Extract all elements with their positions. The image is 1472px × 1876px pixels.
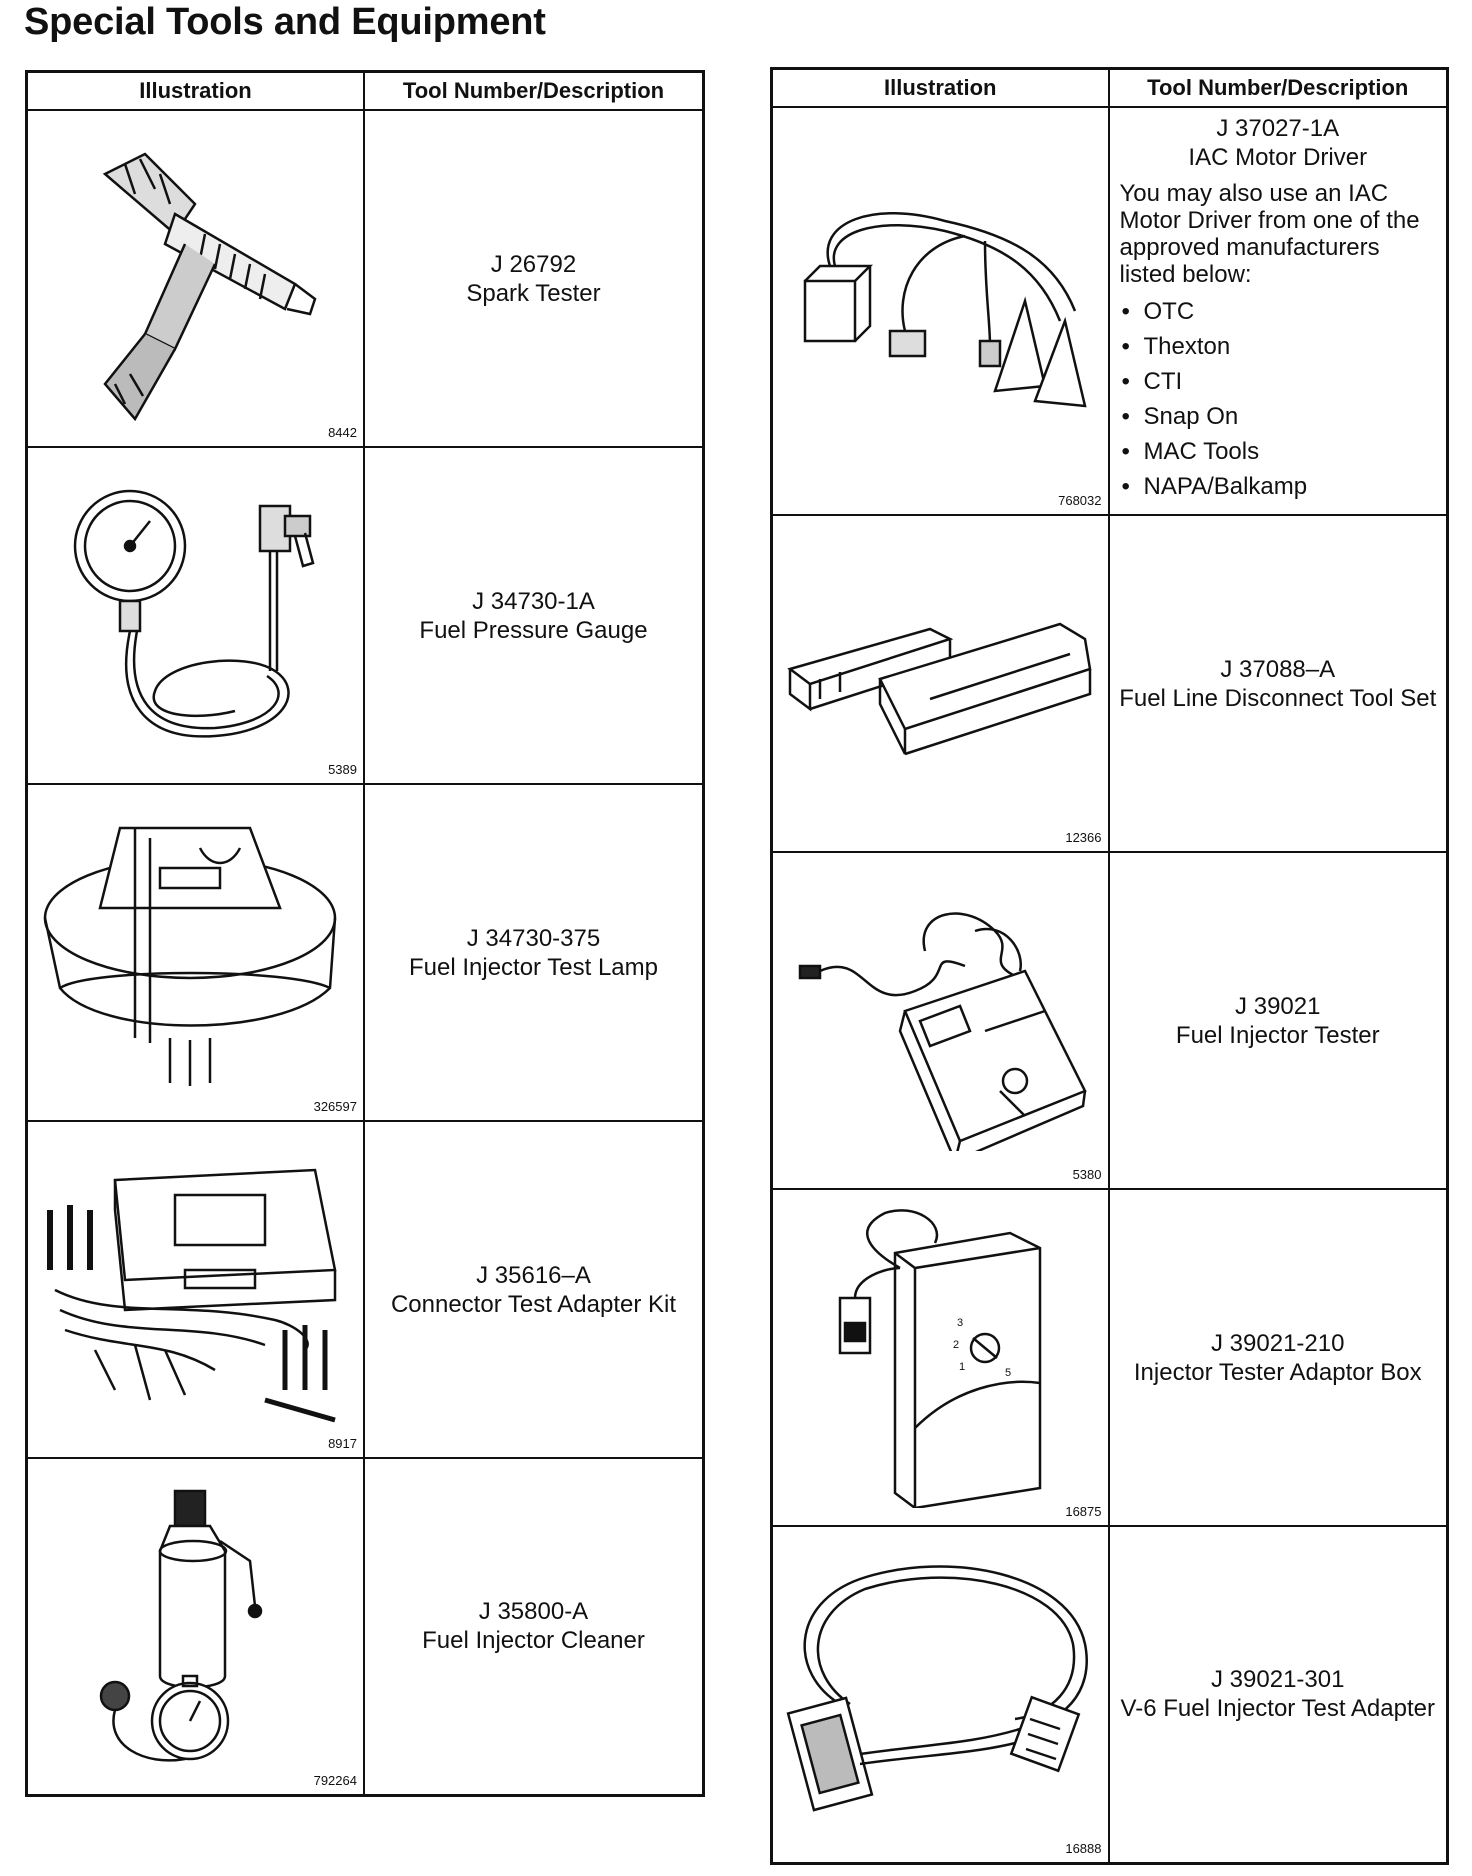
test-adapter-illustration: 16888 [770, 1525, 1110, 1864]
tool-number: J 39021 [1235, 992, 1321, 1020]
manufacturer-item: CTI [1122, 364, 1447, 399]
tool-name: Fuel Injector Cleaner [422, 1627, 645, 1655]
tool-description: J 37027-1A IAC Motor Driver You may also… [1107, 106, 1449, 516]
iac-motor-driver-illustration: 768032 [770, 106, 1110, 516]
tool-note: You may also use an IAC Motor Driver fro… [1119, 180, 1420, 288]
left-tools-table: Illustration Tool Number/Description 844… [25, 70, 705, 1797]
figure-number: 768032 [1058, 493, 1102, 508]
page-title: Special Tools and Equipment [24, 1, 546, 43]
spark-tester-illustration: 8442 [25, 109, 365, 448]
injector-cleaner-illustration: 792264 [25, 1457, 365, 1796]
description-header: Tool Number/Description [1107, 67, 1449, 108]
illustration-header: Illustration [770, 67, 1110, 108]
adaptor-box-icon: 3 2 1 5 [839, 1208, 1042, 1508]
figure-number: 792264 [313, 1772, 357, 1788]
tool-description: J 35800-A Fuel Injector Cleaner [362, 1457, 705, 1796]
tool-description: J 34730-1A Fuel Pressure Gauge [362, 446, 705, 785]
tool-number: J 26792 [490, 250, 577, 278]
adapter-kit-icon [47, 1168, 337, 1422]
table-row: 792264 J 35800-A Fuel Injector Cleaner [25, 1457, 705, 1796]
disconnect-tools-icon [787, 622, 1092, 755]
test-lamp-illustration: 326597 [25, 783, 365, 1122]
manufacturer-item: OTC [1122, 294, 1447, 329]
figure-number: 5389 [328, 762, 357, 777]
figure-number: 16875 [1065, 1504, 1102, 1519]
table-row: 326597 J 34730-375 Fuel Injector Test La… [25, 783, 705, 1122]
right-tools-table: Illustration Tool Number/Description 768… [770, 67, 1449, 1865]
tool-name: Connector Test Adapter Kit [390, 1290, 677, 1318]
table-row: 768032 J 37027-1A IAC Motor Driver You m… [770, 106, 1449, 516]
tool-name: Fuel Pressure Gauge [419, 616, 648, 644]
pressure-gauge-icon [74, 489, 316, 738]
test-lamp-icon [44, 826, 337, 1086]
injector-cleaner-icon [100, 1490, 263, 1762]
tool-description: J 34730-375 Fuel Injector Test Lamp [362, 783, 705, 1122]
figure-number: 326597 [313, 1099, 357, 1114]
tool-number: J 35800-A [478, 1598, 589, 1626]
description-header: Tool Number/Description [362, 70, 705, 111]
iac-driver-icon [804, 212, 1087, 408]
injector-tester-illustration: 5380 [770, 851, 1110, 1190]
table-row: 16888 J 39021-301 V-6 Fuel Injector Test… [770, 1525, 1449, 1864]
table-row: 12366 J 37088–A Fuel Line Disconnect Too… [770, 514, 1449, 853]
figure-number: 8442 [328, 425, 357, 440]
figure-number: 8917 [328, 1436, 357, 1451]
tool-name: V-6 Fuel Injector Test Adapter [1120, 1695, 1435, 1723]
tool-number: J 39021-210 [1211, 1329, 1345, 1357]
manufacturer-item: MAC Tools [1122, 434, 1447, 469]
tool-name: Fuel Injector Test Lamp [408, 953, 658, 981]
spark-tester-icon [103, 151, 317, 421]
tool-name: Fuel Injector Tester [1175, 1021, 1380, 1049]
fuel-pressure-gauge-illustration: 5389 [25, 446, 365, 785]
tool-number: J 37027-1A [1216, 115, 1340, 142]
tool-number: J 39021-301 [1211, 1666, 1345, 1694]
manufacturer-item: Thexton [1122, 329, 1447, 364]
manufacturer-item: Snap On [1122, 399, 1447, 434]
table-row: 5389 J 34730-1A Fuel Pressure Gauge [25, 446, 705, 785]
adaptor-box-illustration: 3 2 1 5 16875 [770, 1188, 1110, 1527]
svg-text:2: 2 [953, 1339, 959, 1351]
table-row: 8442 J 26792 Spark Tester [25, 109, 705, 448]
tool-name: IAC Motor Driver [1188, 144, 1368, 171]
adapter-kit-illustration: 8917 [25, 1120, 365, 1459]
manufacturer-list: OTC Thexton CTI Snap On MAC Tools NAPA/B… [1110, 294, 1447, 504]
disconnect-tool-set-illustration: 12366 [770, 514, 1110, 853]
test-adapter-icon [786, 1565, 1089, 1812]
illustration-header: Illustration [25, 70, 365, 111]
tool-description: J 39021-301 V-6 Fuel Injector Test Adapt… [1107, 1525, 1449, 1864]
tool-name: Fuel Line Disconnect Tool Set [1119, 684, 1437, 712]
tool-number: J 37088–A [1220, 655, 1336, 683]
tool-name: Spark Tester [466, 279, 601, 307]
svg-text:3: 3 [957, 1317, 963, 1329]
figure-number: 16888 [1065, 1840, 1102, 1856]
injector-tester-icon [799, 911, 1087, 1151]
tool-number: J 34730-375 [466, 924, 601, 952]
tool-description: J 39021-210 Injector Tester Adaptor Box [1107, 1188, 1449, 1527]
figure-number: 12366 [1065, 830, 1102, 845]
svg-text:5: 5 [1005, 1367, 1011, 1379]
table-row: 3 2 1 5 16875 J 39021-210 Injector Teste… [770, 1188, 1449, 1527]
table-row: 8917 J 35616–A Connector Test Adapter Ki… [25, 1120, 705, 1459]
tool-description: J 39021 Fuel Injector Tester [1107, 851, 1449, 1190]
svg-text:1: 1 [959, 1361, 965, 1373]
tool-name: Injector Tester Adaptor Box [1133, 1358, 1422, 1386]
manufacturer-item: NAPA/Balkamp [1122, 469, 1447, 504]
tool-description: J 35616–A Connector Test Adapter Kit [362, 1120, 705, 1459]
tool-number: J 35616–A [476, 1261, 591, 1289]
table-row: 5380 J 39021 Fuel Injector Tester [770, 851, 1449, 1190]
tool-description: J 37088–A Fuel Line Disconnect Tool Set [1107, 514, 1449, 853]
tool-number: J 34730-1A [472, 587, 595, 615]
tool-description: J 26792 Spark Tester [362, 109, 705, 448]
figure-number: 5380 [1072, 1167, 1102, 1182]
